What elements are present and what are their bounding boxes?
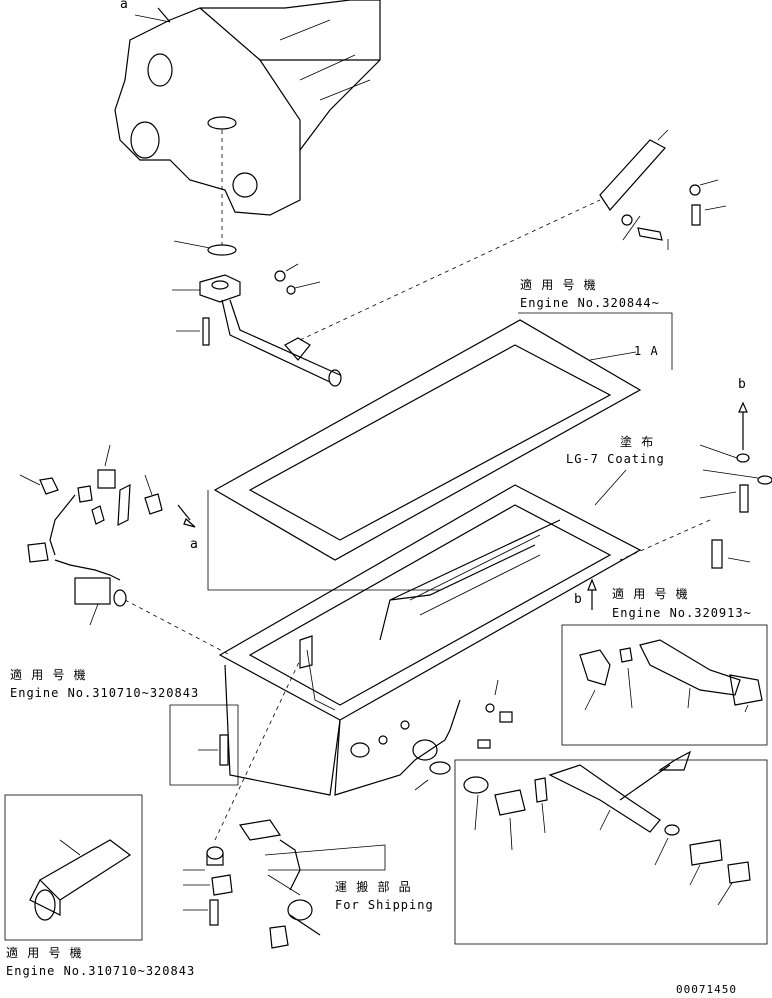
drawing-number: 00071450 [676,983,737,996]
note-frame-320844 [207,312,673,591]
shipping-parts [183,659,386,949]
item-1A-label: 1 A [634,344,659,358]
oil-pan [218,469,642,796]
note-310710-b-jp: 適 用 号 機 [6,946,83,960]
gasket-1A [213,319,642,561]
callout-a-top: a [120,0,129,12]
callout-a-mid: a [190,537,199,552]
inset-320913 [561,624,768,746]
callout-b-pan: b [574,592,583,607]
right-side-parts [587,401,772,610]
note-shipping-jp: 運 搬 部 品 [335,880,412,894]
note-310710-b-en: Engine No.310710~320843 [6,964,196,978]
note-320844-jp: 適 用 号 機 [520,278,597,292]
callout-b-right: b [738,377,747,392]
note-320844-en: Engine No.320844~ [520,296,660,310]
bracket-assembly [599,129,727,250]
sensor-harness [19,444,231,656]
engine-block [114,0,381,245]
note-shipping-en: For Shipping [335,898,434,912]
note-lg7-en: LG-7 Coating [566,452,665,466]
note-lg7-jp: 塗 布 [620,435,655,449]
note-320913-jp: 適 用 号 機 [612,587,689,601]
oil-strainer-pipe [172,199,601,387]
note-310710-a-en: Engine No.310710~320843 [10,686,200,700]
inset-bottom-right [454,750,768,945]
note-320913-en: Engine No.320913~ [612,606,752,620]
note-310710-a-jp: 適 用 号 機 [10,668,87,682]
inset-sensor-detail [4,794,143,941]
inset-310710-upper [169,704,239,786]
